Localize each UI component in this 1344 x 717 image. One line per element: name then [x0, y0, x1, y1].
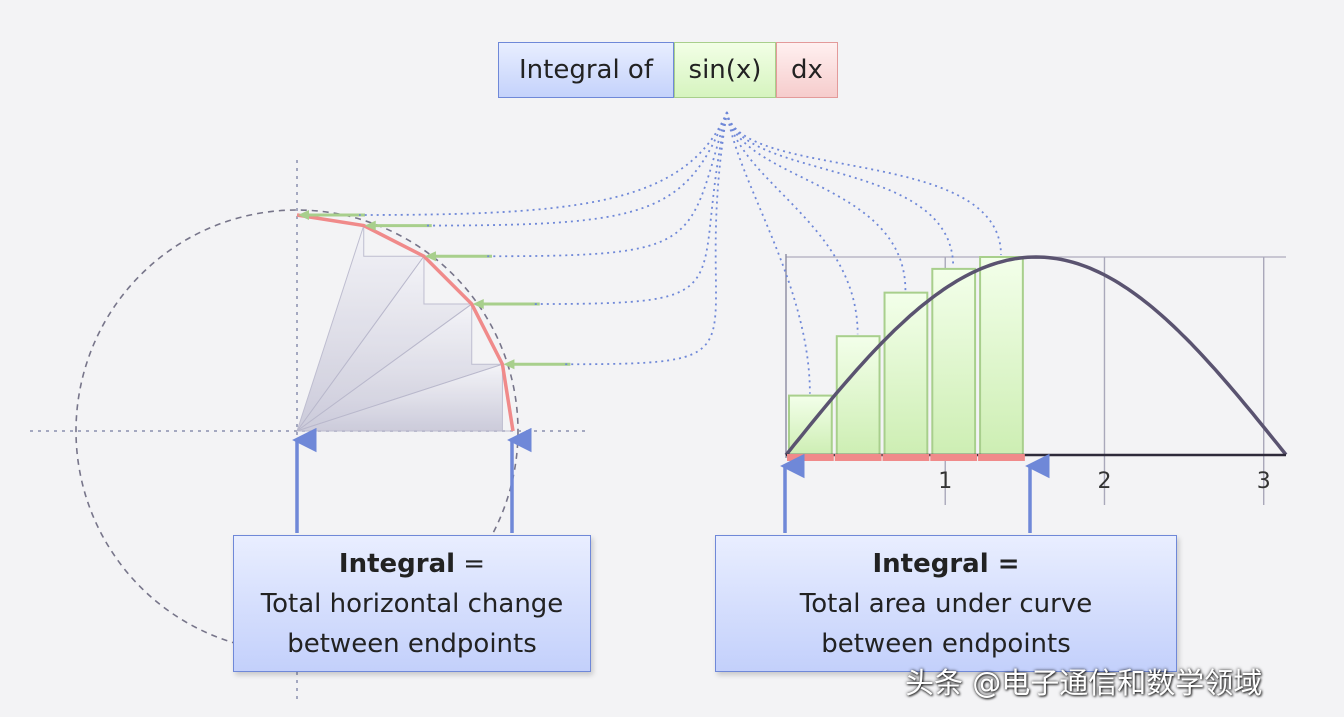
- left-note-line2: between endpoints: [287, 628, 537, 659]
- right-explanation-box: Integral = Total area under curve betwee…: [715, 535, 1177, 672]
- connector-to-bar: [726, 111, 811, 394]
- right-note-line2: between endpoints: [821, 628, 1071, 659]
- left-note-heading-row: Integral =: [339, 544, 485, 584]
- left-note-equals: =: [455, 548, 486, 579]
- dx-segment: [882, 454, 930, 461]
- connector-to-bar: [726, 111, 907, 291]
- left-explanation-box: Integral = Total horizontal change betwe…: [233, 535, 591, 672]
- horizontal-change-arrowhead: [364, 220, 376, 231]
- watermark-text: 头条 @电子通信和数学领域: [905, 666, 1263, 700]
- connector-to-arc: [533, 111, 728, 305]
- sin-curve: [784, 255, 1288, 457]
- connector-to-arc: [485, 111, 728, 258]
- triangle-wedges: [296, 225, 513, 432]
- riemann-bar: [931, 267, 977, 456]
- horizontal-change-arrowhead: [503, 359, 515, 370]
- dx-segment: [978, 454, 1025, 461]
- equation-function-label: sin(x): [674, 42, 776, 98]
- dx-segment: [787, 454, 834, 461]
- right-note-line1: Total area under curve: [799, 588, 1093, 619]
- integral-of-text: Integral of: [518, 55, 653, 85]
- connector-to-bar: [726, 111, 1002, 256]
- dx-segment: [930, 454, 978, 461]
- x-tick-label: 2: [1097, 469, 1111, 494]
- equation-integral-label: Integral of: [498, 42, 674, 98]
- horizontal-change-arrowhead: [298, 210, 309, 220]
- x-tick-labels: 1 2 3: [938, 469, 1270, 494]
- dx-segments: [787, 454, 1025, 461]
- x-tick-label: 1: [938, 469, 952, 494]
- endpoint-arrows: [292, 427, 1050, 533]
- connector-to-bar: [726, 111, 955, 267]
- wedge-triangle: [296, 363, 513, 432]
- arc-segments: [296, 213, 515, 432]
- riemann-bar: [883, 291, 929, 457]
- connector-to-arc: [358, 111, 728, 216]
- dx-segment: [834, 454, 882, 461]
- differential-text: dx: [791, 55, 823, 85]
- circle-diagram: [30, 160, 590, 700]
- horizontal-change-arrowhead: [424, 251, 436, 262]
- left-note-line1: Total horizontal change: [260, 588, 564, 619]
- function-text: sin(x): [688, 55, 762, 85]
- connector-to-arc: [564, 111, 728, 366]
- area-chart: 1 2 3: [784, 254, 1288, 505]
- riemann-bar: [979, 256, 1024, 456]
- horizontal-change-arrowhead: [472, 299, 484, 310]
- connector-to-bar: [726, 111, 859, 335]
- left-note-heading: Integral: [338, 548, 456, 579]
- equation-differential-label: dx: [776, 42, 838, 98]
- riemann-bars: [788, 256, 1024, 457]
- right-note-heading: Integral =: [872, 548, 1020, 579]
- x-tick-label: 3: [1257, 469, 1271, 494]
- dotted-connectors: [358, 111, 1002, 394]
- horizontal-change-arrows: [298, 210, 571, 370]
